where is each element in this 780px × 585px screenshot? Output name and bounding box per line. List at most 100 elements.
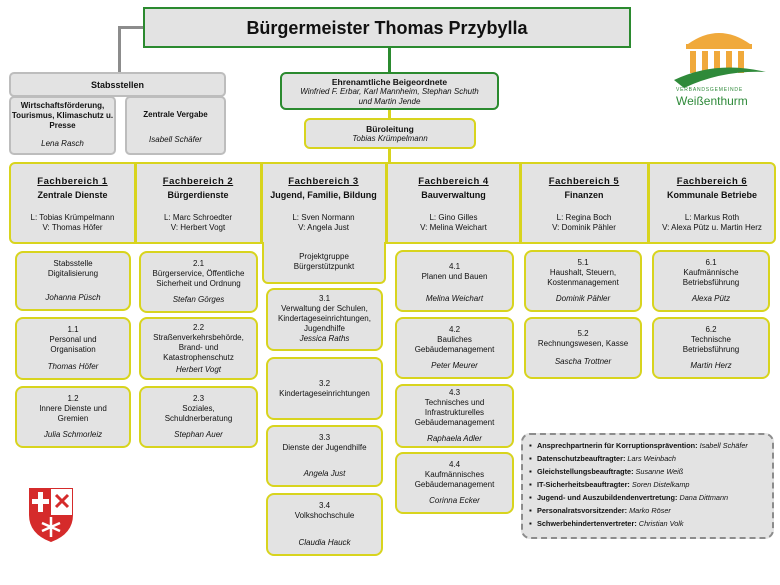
unit-box: 5.2 Rechnungswesen, Kasse Sascha Trottne… (524, 317, 642, 379)
unit-title: Haushalt, Steuern, Kostenmanagement (547, 268, 619, 287)
unit-title: Stabsstelle Digitalisierung (47, 259, 99, 278)
staff-unit-title: Wirtschaftsförderung, Tourismus, Klimasc… (11, 101, 114, 130)
unit-title: Planen und Bauen (421, 272, 488, 281)
project-group-line2: Bürgerstützpunkt (293, 262, 355, 271)
unit-number: 1.2 (67, 394, 79, 403)
department-title: Fachbereich 4 (418, 176, 489, 187)
unit-box: 4.3 Technisches und Infrastrukturelles G… (395, 384, 514, 448)
unit-box: 5.1 Haushalt, Steuern, Kostenmanagement … (524, 250, 642, 312)
officer-name: Soren Distelkamp (631, 480, 690, 489)
project-group-box: Projektgruppe Bürgerstützpunkt (262, 242, 386, 284)
unit-number: 2.3 (192, 394, 205, 403)
officer-name: Marko Röser (629, 506, 671, 515)
mayor-box: Bürgermeister Thomas Przybylla (143, 7, 631, 48)
unit-number: 2.2 (192, 323, 205, 332)
unit-box: 2.2 Straßenverkehrsbehörde, Brand- und K… (139, 317, 258, 380)
department-deputy: V: Dominik Pähler (552, 223, 616, 232)
connector-staff-h (118, 26, 145, 29)
officer-item: Schwerbehindertenvertreter: Christian Vo… (529, 517, 766, 530)
unit-box: 4.4 Kaufmännisches Gebäudemanagement Cor… (395, 452, 514, 514)
department-header: Fachbereich 6 Kommunale Betriebe L: Mark… (650, 164, 774, 242)
officer-item: Gleichstellungsbeauftragte: Susanne Weiß (529, 465, 766, 478)
unit-title: Kindertageseinrichtungen (279, 389, 370, 398)
unit-number: 4.2 (448, 325, 461, 334)
officer-role: Schwerbehindertenvertreter: (537, 519, 637, 528)
deputies-names: und Martin Jende (358, 97, 421, 106)
unit-name: Julia Schmorleiz (43, 430, 103, 439)
unit-number: 6.1 (705, 258, 717, 267)
department-title: Fachbereich 6 (676, 176, 748, 187)
officers-box: Ansprechpartnerin für Korruptionsprävent… (521, 433, 774, 539)
department-header: Fachbereich 2 Bürgerdienste L: Marc Schr… (137, 164, 259, 242)
project-group-line1: Projektgruppe (299, 252, 349, 261)
department-title: Fachbereich 2 (162, 176, 234, 187)
staff-title: Stabsstellen (90, 80, 145, 90)
unit-name: Corinna Ecker (429, 496, 480, 505)
unit-name: Stefan Görges (172, 295, 225, 304)
department-lead: L: Gino Gilles (429, 213, 478, 222)
department-deputy: V: Melina Weichart (420, 223, 487, 232)
officer-name: Susanne Weiß (635, 467, 684, 476)
unit-title: Verwaltung der Schulen, Kindertageseinri… (278, 304, 371, 333)
unit-box: 2.3 Soziales, Schuldnerberatung Stephan … (139, 386, 258, 448)
officer-name: Isabell Schäfer (699, 441, 748, 450)
department-header: Fachbereich 5 Finanzen L: Regina Boch V:… (522, 164, 646, 242)
department-subtitle: Finanzen (564, 190, 604, 200)
staff-header: Stabsstellen (9, 72, 226, 97)
unit-number: 5.2 (577, 329, 589, 338)
unit-title: Dienste der Jugendhilfe (282, 443, 367, 452)
department-deputy: V: Alexa Pütz u. Martin Herz (662, 223, 762, 232)
department-divider (134, 163, 137, 243)
unit-title: Straßenverkehrsbehörde, Brand- und Katas… (153, 333, 244, 362)
unit-box: 4.2 Bauliches Gebäudemanagement Peter Me… (395, 317, 514, 379)
department-deputy: V: Herbert Vogt (170, 223, 226, 232)
unit-box: 3.1 Verwaltung der Schulen, Kindertagese… (266, 288, 383, 351)
department-title: Fachbereich 3 (288, 176, 359, 187)
department-subtitle: Jugend, Familie, Bildung (270, 190, 377, 200)
officer-item: IT-Sicherheitsbeauftragter: Soren Distel… (529, 478, 766, 491)
unit-name: Martin Herz (690, 361, 732, 370)
department-header: Fachbereich 4 Bauverwaltung L: Gino Gill… (388, 164, 519, 242)
unit-box: 3.3 Dienste der Jugendhilfe Angela Just (266, 425, 383, 487)
unit-number: 3.1 (318, 294, 331, 303)
unit-name: Stephan Auer (174, 430, 223, 439)
connector-office-departments (388, 148, 391, 162)
officer-role: Personalratsvorsitzender: (537, 506, 628, 515)
officer-role: Jugend- und Auszubildendenvertretung: (537, 493, 678, 502)
department-title: Fachbereich 5 (548, 176, 620, 187)
unit-name: Sascha Trottner (554, 357, 612, 366)
department-lead: L: Marc Schroedter (163, 213, 233, 222)
unit-title: Kaufmännische Betriebsführung (682, 268, 740, 287)
unit-title: Rechnungswesen, Kasse (537, 339, 629, 348)
unit-name: Jessica Raths (299, 334, 350, 343)
officer-item: Jugend- und Auszubildendenvertretung: Da… (529, 491, 766, 504)
unit-name: Thomas Höfer (47, 362, 99, 371)
officer-role: Datenschutzbeauftragter: (537, 454, 626, 463)
unit-number: 1.1 (67, 325, 79, 334)
department-divider (519, 163, 522, 243)
department-title: Fachbereich 1 (37, 176, 108, 187)
unit-title: Volkshochschule (294, 511, 355, 520)
department-subtitle: Bauverwaltung (421, 190, 486, 200)
unit-number: 3.4 (318, 501, 331, 510)
officer-role: IT-Sicherheitsbeauftragter: (537, 480, 630, 489)
unit-number: 3.3 (318, 433, 331, 442)
unit-name: Claudia Hauck (298, 538, 351, 547)
unit-title: Bauliches Gebäudemanagement (414, 335, 495, 354)
department-divider (647, 163, 650, 243)
unit-number: 3.2 (318, 379, 331, 388)
logo-line2: Weißenthurm (676, 94, 748, 108)
unit-name: Melina Weichart (425, 294, 484, 303)
coat-of-arms (28, 487, 74, 543)
unit-number: 2.1 (192, 259, 205, 268)
unit-box: 4.1 Planen und Bauen Melina Weichart (395, 250, 514, 312)
officer-role: Gleichstellungsbeauftragte: (537, 467, 634, 476)
department-lead: L: Tobias Krümpelmann (30, 213, 115, 222)
unit-number: 6.2 (705, 325, 717, 334)
staff-unit-name: Lena Rasch (41, 139, 84, 148)
unit-number: 4.1 (448, 262, 461, 271)
staff-unit-name: Isabell Schäfer (149, 135, 202, 144)
unit-name: Raphaela Adler (427, 434, 482, 443)
officer-item: Ansprechpartnerin für Korruptionsprävent… (529, 439, 766, 452)
department-lead: L: Sven Normann (292, 213, 355, 222)
